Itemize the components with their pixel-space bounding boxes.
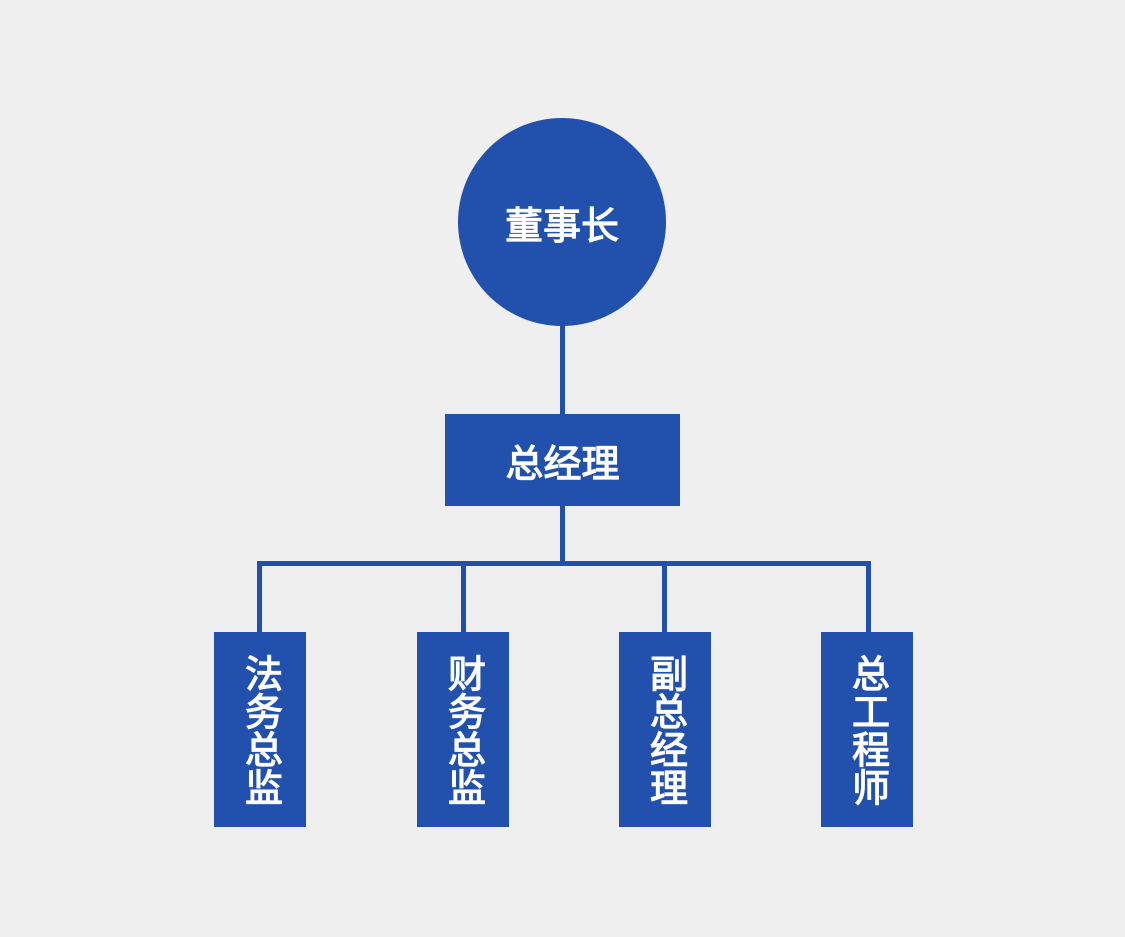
connector-chairman-to-gm bbox=[560, 322, 565, 415]
connector-drop-chief-engineer bbox=[866, 563, 871, 633]
general-manager-node[interactable]: 总经理 bbox=[445, 414, 680, 506]
chairman-label: 董事长 bbox=[504, 205, 619, 248]
chief-engineer-label: 总工程师 bbox=[845, 653, 888, 806]
connector-horizontal-bus bbox=[257, 561, 871, 566]
connector-drop-legal-director bbox=[257, 563, 262, 633]
chairman-node[interactable]: 董事长 bbox=[458, 118, 666, 326]
legal-director-label: 法务总监 bbox=[238, 653, 281, 806]
connector-drop-deputy-gm bbox=[662, 563, 667, 633]
general-manager-label: 总经理 bbox=[505, 443, 620, 486]
department-node-deputy-general-manager[interactable]: 副总经理 bbox=[619, 632, 711, 827]
connector-drop-finance-director bbox=[461, 563, 466, 633]
department-node-chief-engineer[interactable]: 总工程师 bbox=[821, 632, 913, 827]
finance-director-label: 财务总监 bbox=[441, 653, 484, 806]
deputy-general-manager-label: 副总经理 bbox=[643, 653, 686, 806]
department-node-finance-director[interactable]: 财务总监 bbox=[417, 632, 509, 827]
connector-gm-stub bbox=[560, 505, 565, 563]
department-node-legal-director[interactable]: 法务总监 bbox=[214, 632, 306, 827]
